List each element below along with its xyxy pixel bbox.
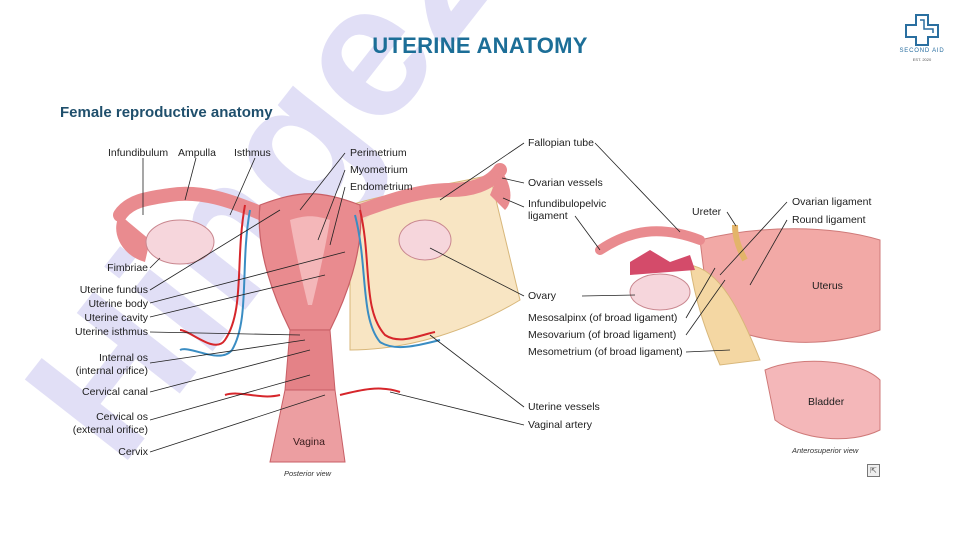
vein-left	[179, 209, 251, 357]
vaginal-artery-left	[224, 392, 281, 398]
caption-posterior-view: Posterior view	[284, 469, 332, 478]
label-cervical-os: Cervical os	[96, 411, 148, 423]
vaginal-artery-right	[339, 387, 401, 396]
label-isthmus: Isthmus	[234, 147, 271, 159]
label-uterine-vessels: Uterine vessels	[528, 401, 600, 413]
caption-anterosuperior-view: Anterosuperior view	[792, 446, 859, 455]
label-infundibulopelvic-ligament: ligament	[528, 210, 568, 222]
label-external-orifice: (external orifice)	[72, 424, 148, 436]
label-internal-orifice: (internal orifice)	[75, 365, 148, 377]
vagina	[269, 389, 346, 463]
brand-logo: SECOND AID EST. 2020	[892, 12, 952, 68]
label-mesovarium: Mesovarium (of broad ligament)	[528, 329, 677, 341]
artery-left	[179, 204, 246, 346]
leader-lines	[142, 142, 788, 453]
artery-right	[359, 209, 436, 341]
tube-anterosuperior	[595, 226, 705, 255]
label-myometrium: Myometrium	[350, 164, 408, 176]
broad-ligament-anterosuperior	[689, 264, 761, 366]
label-mesosalpinx: Mesosalpinx (of broad ligament)	[528, 312, 678, 324]
medical-cross-icon	[905, 14, 939, 46]
label-infundibulum: Infundibulum	[108, 147, 169, 159]
label-perimetrium: Perimetrium	[350, 147, 407, 159]
left-fallopian-tube	[113, 186, 272, 222]
label-endometrium: Endometrium	[350, 181, 413, 193]
vein-right	[354, 214, 441, 349]
label-round-ligament: Round ligament	[792, 214, 866, 226]
right-fallopian-tube	[343, 163, 507, 222]
bladder	[764, 360, 881, 440]
label-internal-os: Internal os	[98, 352, 148, 364]
label-fimbriae: Fimbriae	[107, 262, 148, 274]
logo-text: SECOND AID	[899, 48, 945, 54]
label-ampulla: Ampulla	[178, 147, 216, 159]
fimbriae-anterosuperior	[630, 250, 695, 275]
expand-icon[interactable]: ⇱	[867, 464, 880, 477]
left-fimbriae	[116, 215, 150, 262]
ovary-anterosuperior	[629, 273, 691, 311]
label-uterine-fundus: Uterine fundus	[79, 284, 148, 296]
label-vagina: Vagina	[293, 436, 325, 448]
slide-title: UTERINE ANATOMY	[372, 33, 588, 58]
label-cervix: Cervix	[118, 446, 148, 458]
label-ovarian-ligament: Ovarian ligament	[792, 196, 872, 208]
label-cervical-canal: Cervical canal	[82, 386, 148, 398]
right-ovary	[398, 219, 452, 261]
label-uterus: Uterus	[812, 280, 843, 292]
cervix	[284, 329, 336, 391]
label-bladder: Bladder	[808, 396, 845, 408]
label-ovary: Ovary	[528, 290, 557, 302]
logo-est: EST. 2020	[912, 57, 932, 62]
label-mesometrium: Mesometrium (of broad ligament)	[528, 346, 683, 358]
right-fimbriae	[490, 170, 511, 210]
label-ureter: Ureter	[692, 206, 722, 218]
label-fallopian-tube: Fallopian tube	[528, 137, 594, 149]
left-ovary	[145, 219, 215, 265]
diagram-subtitle: Female reproductive anatomy	[60, 104, 273, 121]
uterine-cavity	[290, 216, 330, 305]
label-uterine-body: Uterine body	[88, 298, 148, 310]
label-uterine-isthmus: Uterine isthmus	[75, 326, 148, 338]
label-ovarian-vessels: Ovarian vessels	[528, 177, 603, 189]
label-uterine-cavity: Uterine cavity	[84, 312, 148, 324]
ureter	[732, 224, 748, 262]
label-vaginal-artery: Vaginal artery	[528, 419, 593, 431]
label-infundibulopelvic: Infundibulopelvic	[528, 198, 607, 210]
